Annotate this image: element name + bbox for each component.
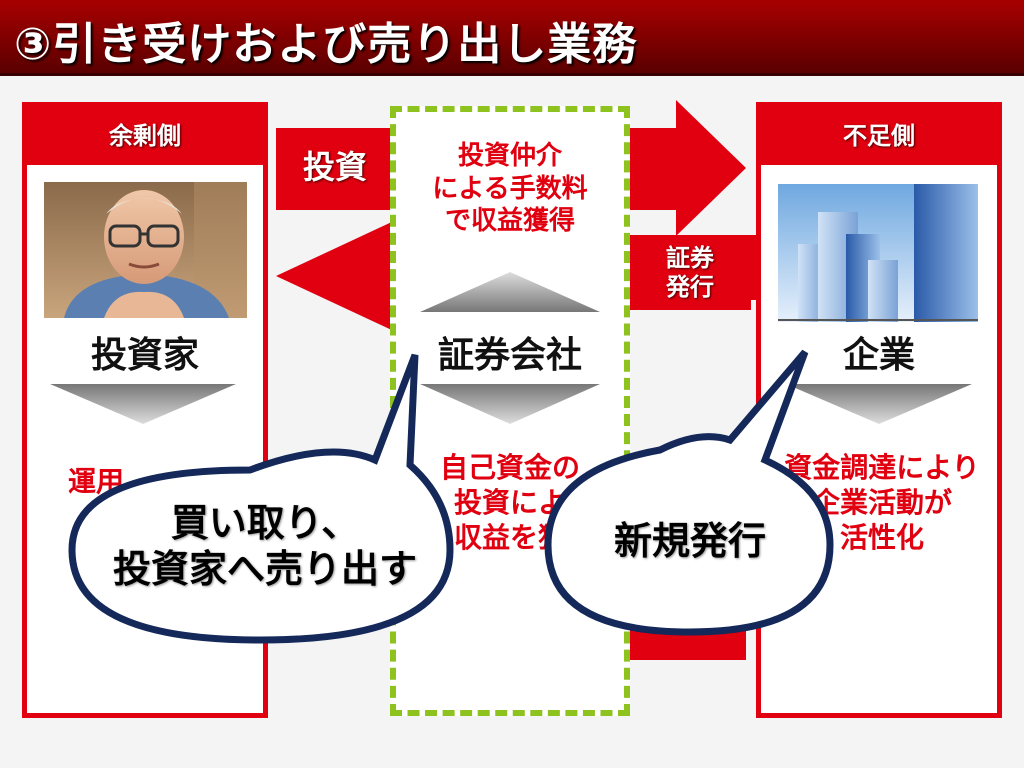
deficit-header: 不足側 <box>761 107 997 165</box>
center-up-triangle <box>420 272 600 312</box>
right-bubble <box>544 349 834 636</box>
page-title: ③引き受けおよび売り出し業務 <box>14 19 638 70</box>
investor-down-triangle <box>50 384 236 424</box>
fee-line: で収益獲得 <box>444 206 575 236</box>
left-bubble-text: 買い取り、 投資家へ売り出す <box>80 500 450 591</box>
title-bar <box>0 0 1024 76</box>
center-down-triangle <box>420 384 600 424</box>
issue-label-line: 発行 <box>666 271 714 301</box>
own-line: 投資によ <box>453 486 566 519</box>
issue-label-line: 証券 <box>666 243 714 272</box>
company-desc-line: 資金調達により <box>784 451 980 484</box>
company-desc-line: 企業活動が <box>811 486 952 519</box>
issue-label: 証券 発行 <box>628 243 752 302</box>
securities-company-label: 証券会社 <box>437 334 582 376</box>
left-bubble <box>68 353 454 644</box>
right-bubble-text: 新規発行 <box>613 518 766 563</box>
surplus-header: 余剰側 <box>27 107 263 165</box>
company-down-triangle <box>786 384 972 424</box>
fee-line: による手数料 <box>432 173 588 204</box>
fee-income-text: 投資仲介 による手数料 で収益獲得 <box>396 140 624 238</box>
left-bubble-line: 投資家へ売り出す <box>112 545 417 591</box>
own-line: 自己資金の <box>439 451 580 484</box>
fee-line: 投資仲介 <box>457 141 562 171</box>
issue-arrow-body <box>621 238 751 310</box>
left-bubble-line: 買い取り、 <box>170 500 360 545</box>
investor-label: 投資家 <box>90 334 199 376</box>
company-desc-line: 活性化 <box>839 521 924 554</box>
investor-photo <box>44 182 247 318</box>
company-label: 企業 <box>842 334 915 376</box>
company-desc: 資金調達により 企業活動が 活性化 <box>768 450 996 555</box>
company-building-photo <box>778 184 978 322</box>
invest-label: 投資 <box>302 148 367 186</box>
